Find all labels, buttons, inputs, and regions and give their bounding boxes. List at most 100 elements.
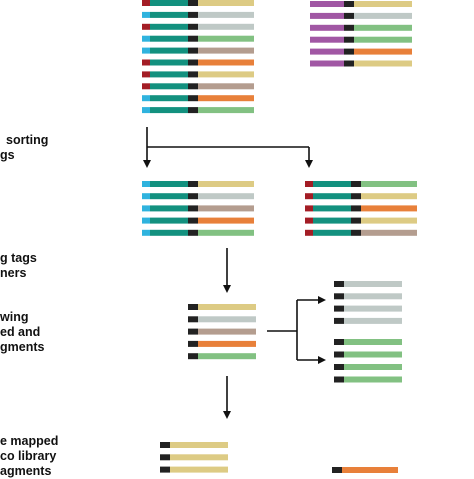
read <box>334 351 402 358</box>
read-tag-segment <box>305 181 313 187</box>
arrowhead-trim <box>223 285 231 293</box>
read <box>334 317 402 324</box>
read-insert-segment <box>344 339 402 345</box>
arrows-layer <box>143 127 326 419</box>
read-insert-segment <box>198 328 256 335</box>
trimmed-reads <box>188 304 256 360</box>
read-insert-segment <box>198 193 254 200</box>
arrowhead-split-top <box>318 296 326 304</box>
read <box>310 48 412 55</box>
read <box>142 95 254 102</box>
read <box>142 11 254 18</box>
read-adapter-segment <box>150 193 188 200</box>
read-barcode-segment <box>351 193 361 200</box>
read <box>142 0 254 6</box>
mixed-read-pool <box>142 0 254 114</box>
step-label-line: ed and <box>0 325 41 339</box>
step-label-line: gs <box>0 148 15 162</box>
step-label-tags: g tags ners <box>0 251 37 281</box>
step-label-line: e mapped <box>0 434 59 448</box>
read <box>188 316 256 323</box>
read-barcode-segment <box>188 205 198 212</box>
read-adapter-segment <box>150 71 188 78</box>
read-adapter-segment <box>150 59 188 66</box>
read-barcode-segment <box>188 304 198 310</box>
read-insert-segment <box>198 205 254 212</box>
read-insert-segment <box>354 48 412 55</box>
read <box>305 229 417 236</box>
read-insert-segment <box>344 293 402 300</box>
read-purple-segment <box>310 36 344 43</box>
read-adapter-segment <box>150 35 188 42</box>
read-barcode-segment <box>188 11 198 18</box>
step-label-line: co library <box>0 449 57 463</box>
read-tag-segment <box>142 107 150 114</box>
read <box>160 454 228 461</box>
read-barcode-segment <box>188 193 198 200</box>
read-tag-segment <box>142 217 150 224</box>
read-tag-segment <box>142 23 150 30</box>
read-insert-segment <box>170 454 228 461</box>
read-insert-segment <box>361 217 417 224</box>
read-barcode-segment <box>188 35 198 42</box>
read-insert-segment <box>198 107 254 114</box>
read-insert-segment <box>344 317 402 324</box>
read-tag-segment <box>142 59 150 66</box>
read <box>142 217 254 224</box>
step-label-line: g tags <box>0 251 37 265</box>
read-barcode-segment <box>188 181 198 187</box>
read-barcode-segment <box>344 36 354 43</box>
read-barcode-segment <box>188 328 198 335</box>
read-tag-segment <box>142 193 150 200</box>
read <box>160 442 228 448</box>
read <box>332 467 398 473</box>
read-barcode-segment <box>188 23 198 30</box>
read <box>310 36 412 43</box>
read-adapter-segment <box>150 205 188 212</box>
read-insert-segment <box>354 60 412 67</box>
read-barcode-segment <box>334 364 344 370</box>
read-adapter-segment <box>150 217 188 224</box>
read-insert-segment <box>198 217 254 224</box>
read-insert-segment <box>361 229 417 236</box>
arrowhead-sorting-right <box>305 160 313 168</box>
read-insert-segment <box>361 181 417 187</box>
read <box>188 353 256 360</box>
read-tag-segment <box>142 181 150 187</box>
read-insert-segment <box>361 205 417 212</box>
purple-read-pool <box>310 1 412 67</box>
read <box>334 339 402 345</box>
read-insert-segment <box>344 281 402 287</box>
sorted-group-cyan <box>142 181 254 236</box>
read-insert-segment <box>361 193 417 200</box>
read-insert-segment <box>198 95 254 102</box>
read-tag-segment <box>305 205 313 212</box>
read-barcode-segment <box>344 24 354 31</box>
read <box>142 59 254 66</box>
read <box>188 328 256 335</box>
read-purple-segment <box>310 12 344 19</box>
read-insert-segment <box>198 0 254 6</box>
read-barcode-segment <box>344 48 354 55</box>
read-barcode-segment <box>188 47 198 54</box>
read-barcode-segment <box>344 60 354 67</box>
read-barcode-segment <box>334 281 344 287</box>
read-barcode-segment <box>160 454 170 461</box>
read-adapter-segment <box>313 181 351 187</box>
step-label-sorting: sorting gs <box>0 133 48 163</box>
read-purple-segment <box>310 24 344 31</box>
read <box>142 205 254 212</box>
read-insert-segment <box>344 351 402 358</box>
read-insert-segment <box>344 364 402 370</box>
read <box>305 217 417 224</box>
read-purple-segment <box>310 1 344 7</box>
read-adapter-segment <box>150 83 188 90</box>
mapped-reads-right <box>332 467 398 473</box>
read <box>334 305 402 312</box>
read-tag-segment <box>142 71 150 78</box>
step-label-line: gments <box>0 340 45 354</box>
read-barcode-segment <box>188 340 198 347</box>
mapped-reads <box>160 442 228 473</box>
read-adapter-segment <box>313 193 351 200</box>
read <box>142 193 254 200</box>
